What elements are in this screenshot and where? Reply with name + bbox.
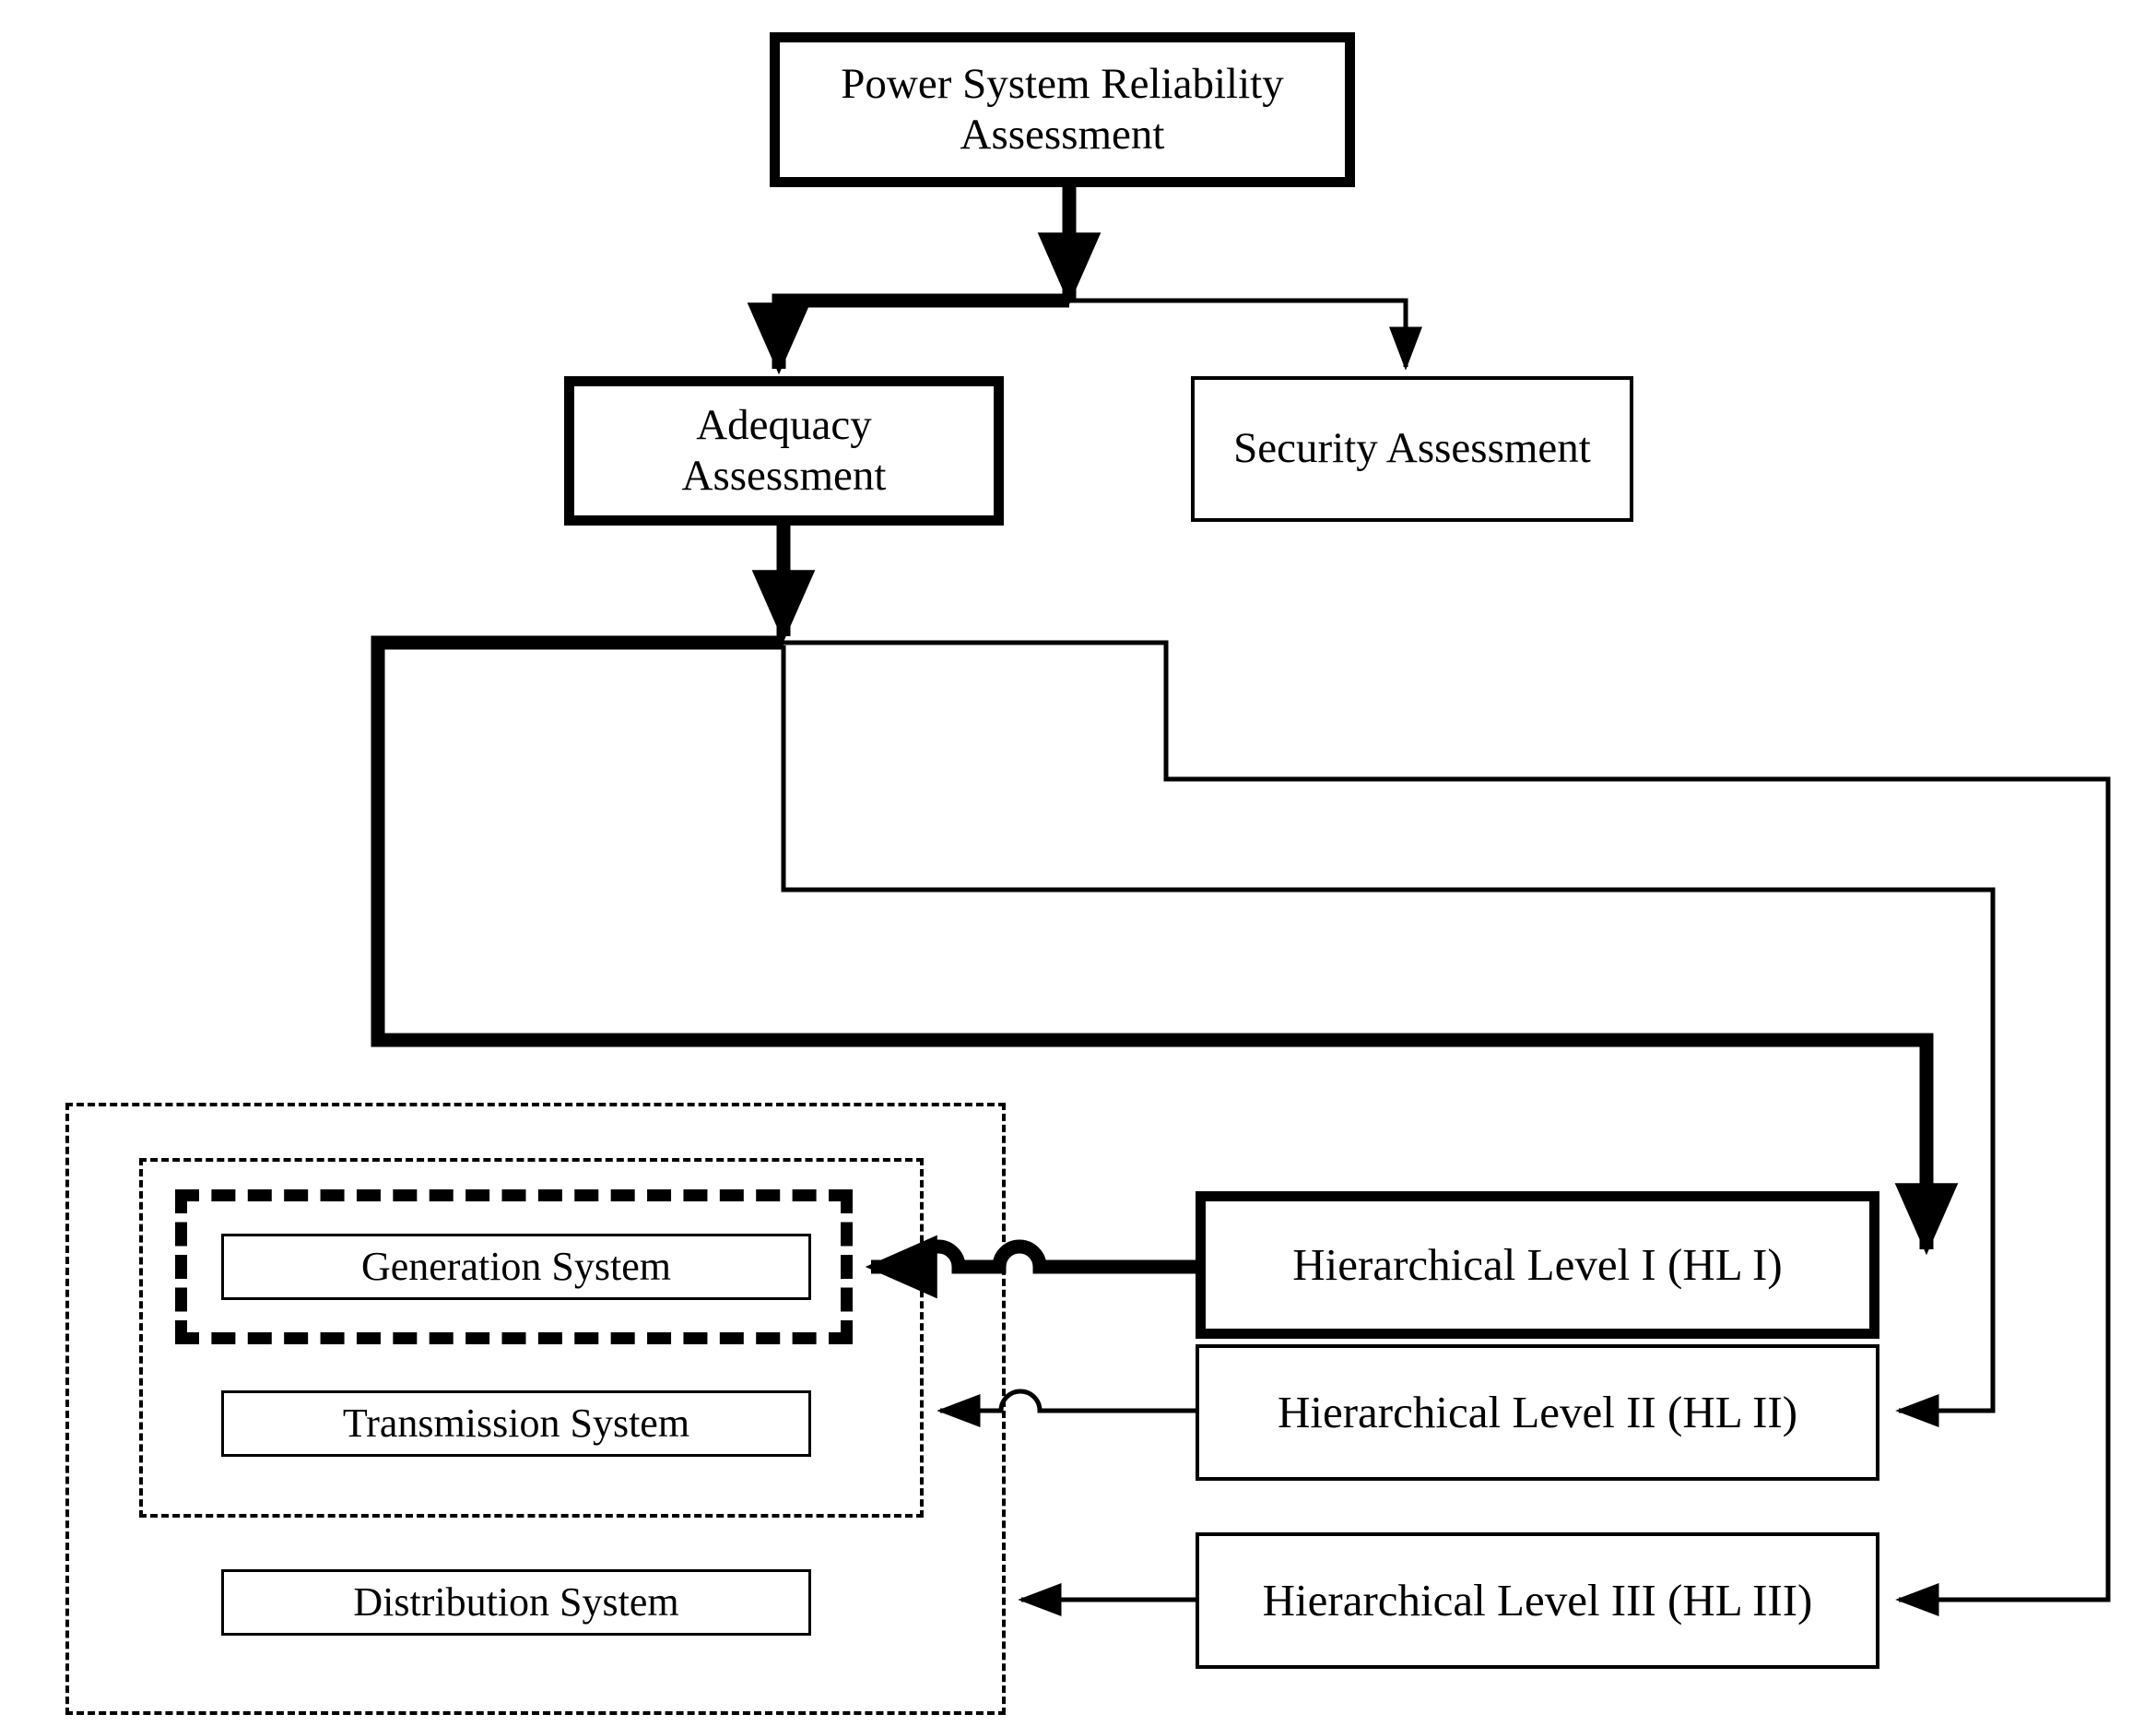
group-generation-highlight [175,1189,853,1344]
node-hierarchical-level-2[interactable]: Hierarchical Level II (HL II) [1196,1344,1879,1481]
node-label: Generation System [360,1244,672,1290]
node-power-system-reliability-assessment[interactable]: Power System Reliability Assessment [770,32,1355,187]
node-label: Hierarchical Level III (HL III) [1262,1575,1813,1626]
edge-title-to-adequacy [747,293,1069,375]
edge-title-to-security [1069,298,1423,371]
node-label: Power System Reliability Assessment [841,59,1284,159]
group-generation-transmission [139,1158,924,1518]
edge-hl2-to-transmission [937,1389,1198,1428]
node-transmission-system[interactable]: Transmission System [221,1390,811,1457]
node-label: Hierarchical Level I (HL I) [1292,1239,1783,1291]
node-label: Hierarchical Level II (HL II) [1277,1387,1798,1438]
node-hierarchical-level-1[interactable]: Hierarchical Level I (HL I) [1196,1191,1879,1339]
node-adequacy-assessment[interactable]: Adequacy Assessment [564,376,1004,526]
node-security-assessment[interactable]: Security Assessment [1191,376,1633,522]
group-functional-zones-outer [65,1103,1006,1715]
node-label: Distribution System [353,1579,679,1626]
node-hierarchical-level-3[interactable]: Hierarchical Level III (HL III) [1196,1532,1879,1669]
node-label: Security Assessment [1233,424,1591,473]
edge-hl1-to-generation [865,1235,1198,1299]
node-distribution-system[interactable]: Distribution System [221,1569,811,1636]
node-label: Transmission System [342,1401,690,1447]
edge-adequacy-to-hl2 [781,645,1996,1428]
edge-adequacy-to-hl3 [783,640,2111,1617]
edge-adequacy-to-hl1 [371,635,1959,1256]
node-label: Adequacy Assessment [681,400,887,500]
node-generation-system[interactable]: Generation System [221,1234,811,1300]
